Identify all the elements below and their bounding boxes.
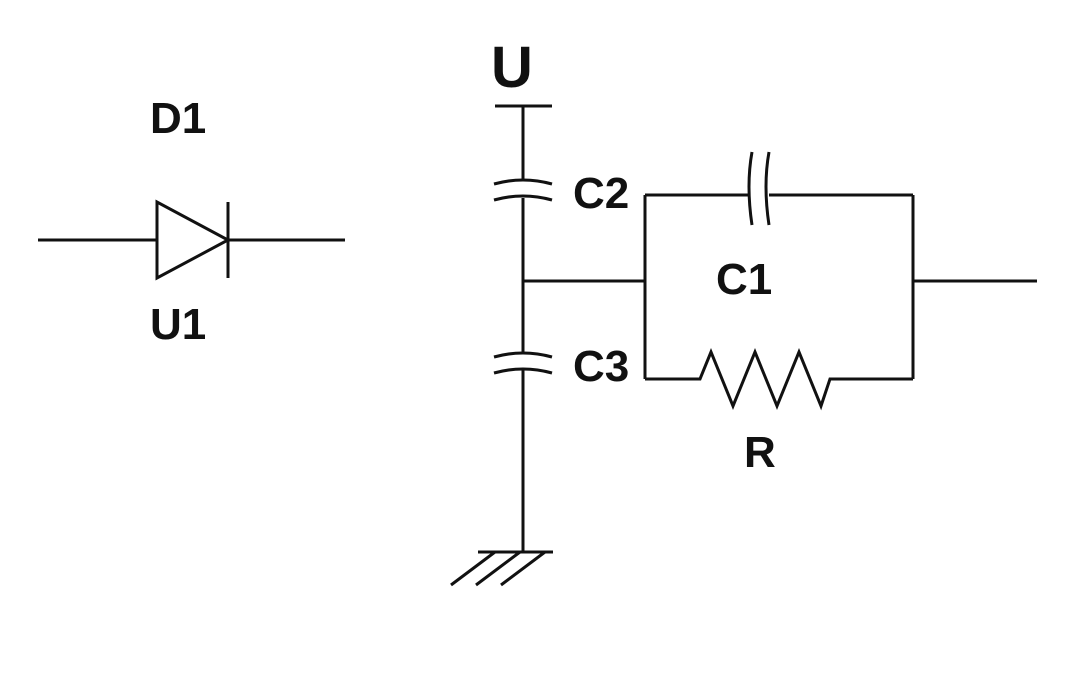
capacitor-c2-plate-bottom <box>493 194 553 202</box>
diode-triangle <box>155 199 232 281</box>
capacitor-label-c3: C3 <box>573 342 629 391</box>
capacitor-c3-plate-bottom <box>493 367 553 375</box>
capacitor-c3-plate-top <box>493 351 553 359</box>
ground-hatch-2 <box>475 550 521 587</box>
ground-hatch-3 <box>500 550 546 587</box>
diode-d1 <box>38 199 345 281</box>
ground-hatch-1 <box>450 550 496 587</box>
capacitor-c1-plate-left <box>747 151 754 226</box>
capacitor-c2-plate-top <box>493 178 553 186</box>
capacitor-label-c1: C1 <box>716 255 772 304</box>
main-rail <box>493 106 553 552</box>
capacitor-label-c2: C2 <box>573 169 629 218</box>
resistor-label-r: R <box>744 428 776 477</box>
diode-label-u1: U1 <box>150 300 206 349</box>
diode-label-d1: D1 <box>150 94 206 143</box>
ground-symbol <box>450 550 553 587</box>
parallel-network <box>643 151 1037 411</box>
supply-label-u: U <box>491 35 533 100</box>
capacitor-c1-plate-right <box>764 151 771 226</box>
resistor-r <box>645 348 913 411</box>
